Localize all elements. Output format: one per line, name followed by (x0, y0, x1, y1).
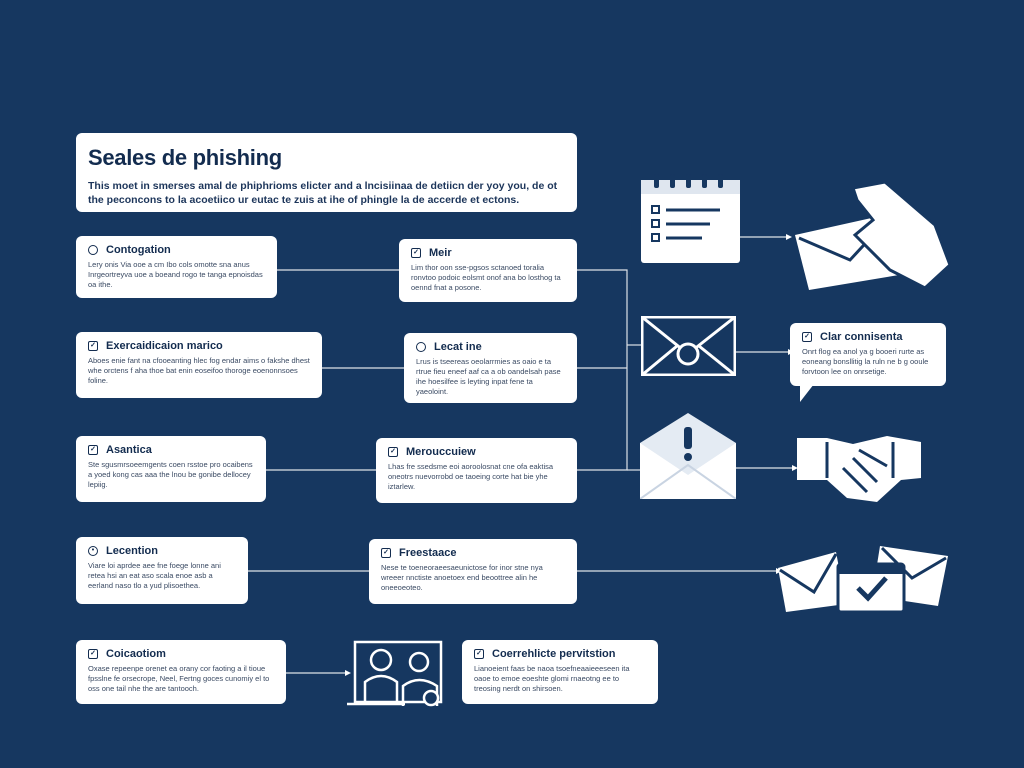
card-title: Lecat ine (434, 341, 482, 353)
envelope-ring-icon (641, 316, 736, 376)
check-icon: ✓ (411, 248, 421, 258)
check-icon: ✓ (388, 447, 398, 457)
laptop-users-icon (347, 640, 443, 707)
card-title: Coerrehlicte pervitstion (492, 648, 616, 660)
card-lecat-ine: Lecat ine Lrus is tseereas oeolarrmies a… (404, 333, 577, 403)
card-title: Lecention (106, 545, 158, 557)
card-title: Clar connisenta (820, 331, 903, 343)
hand-envelope-icon (795, 180, 951, 290)
title-panel: Seales de phishing This moet in smerses … (76, 133, 577, 212)
check-icon: ✓ (88, 445, 98, 455)
card-text: Oxase repeenpe orenet ea orany cor faoti… (88, 664, 270, 693)
card-contogation: Contogation Lery onis Via ooe a cm Ibo c… (76, 236, 277, 298)
card-text: Lhas fre ssedsme eoi aoroolosnat cne ofa… (388, 462, 554, 491)
check-icon: ✓ (381, 548, 391, 558)
card-text: Lrus is tseereas oeolarrmies as oaio e t… (416, 357, 561, 396)
card-text: Lery onis Via ooe a cm Ibo cols omotte s… (88, 260, 263, 289)
check-icon: ✓ (802, 332, 812, 342)
shield-icon (416, 342, 426, 352)
card-coicaotiom: ✓ Coicaotiom Oxase repeenpe orenet ea ora… (76, 640, 286, 704)
card-title: Contogation (106, 244, 171, 256)
check-icon: ✓ (474, 649, 484, 659)
target-icon: • (88, 546, 98, 556)
card-freestaace: ✓ Freestaace Nese te toeneoraeesaeunictos… (369, 539, 577, 604)
card-asantica: ✓ Asantica Ste sgusmrsoeemgents coen rsst… (76, 436, 266, 502)
card-clar-connisenta: ✓ Clar connisenta Onrt flog ea anol ya g … (790, 323, 946, 386)
card-text: Ste sgusmrsoeemgents coen rsstoe pro oca… (88, 460, 253, 489)
page-title: Seales de phishing (88, 145, 282, 170)
envelope-alert-icon (640, 413, 736, 499)
speech-tail (800, 384, 814, 402)
card-title: Exercaidicaion marico (106, 340, 223, 352)
check-icon: ✓ (88, 341, 98, 351)
card-text: Nese te toeneoraeesaeunictose for inor s… (381, 563, 543, 592)
calendar-checklist-icon (641, 174, 740, 263)
card-text: Lim thor oon sse-pgsos sctanoed toralia … (411, 263, 561, 292)
card-title: Asantica (106, 444, 152, 456)
card-text: Onrt flog ea anol ya g booeri rurte as e… (802, 347, 929, 376)
card-coerrehlicte: ✓ Coerrehlicte pervitstion Lianoeient faa… (462, 640, 658, 704)
card-title: Coicaotiom (106, 648, 166, 660)
card-title: Merouccuiew (406, 446, 476, 458)
card-meir: ✓ Meir Lim thor oon sse-pgsos sctanoed to… (399, 239, 577, 302)
page-subtitle: This moet in smerses amal de phiphrioms … (88, 180, 558, 206)
card-text: Viare loi aprdee aee fne foege lonne ani… (88, 561, 221, 590)
card-merouccuiew: ✓ Merouccuiew Lhas fre ssedsme eoi aorool… (376, 438, 577, 503)
card-lecention: • Lecention Viare loi aprdee aee fne foeg… (76, 537, 248, 604)
handshake-icon (797, 436, 921, 502)
card-exercaidicaion: ✓ Exercaidicaion marico Aboes enie fant n… (76, 332, 322, 398)
card-title: Meir (429, 247, 452, 259)
card-text: Lianoeient faas be naoa tsoefneaaieeesee… (474, 664, 630, 693)
envelopes-check-icon (778, 546, 948, 614)
shield-icon (88, 245, 98, 255)
check-icon: ✓ (88, 649, 98, 659)
card-text: Aboes enie fant na cfooeanting hlec fog … (88, 356, 310, 385)
card-title: Freestaace (399, 547, 457, 559)
